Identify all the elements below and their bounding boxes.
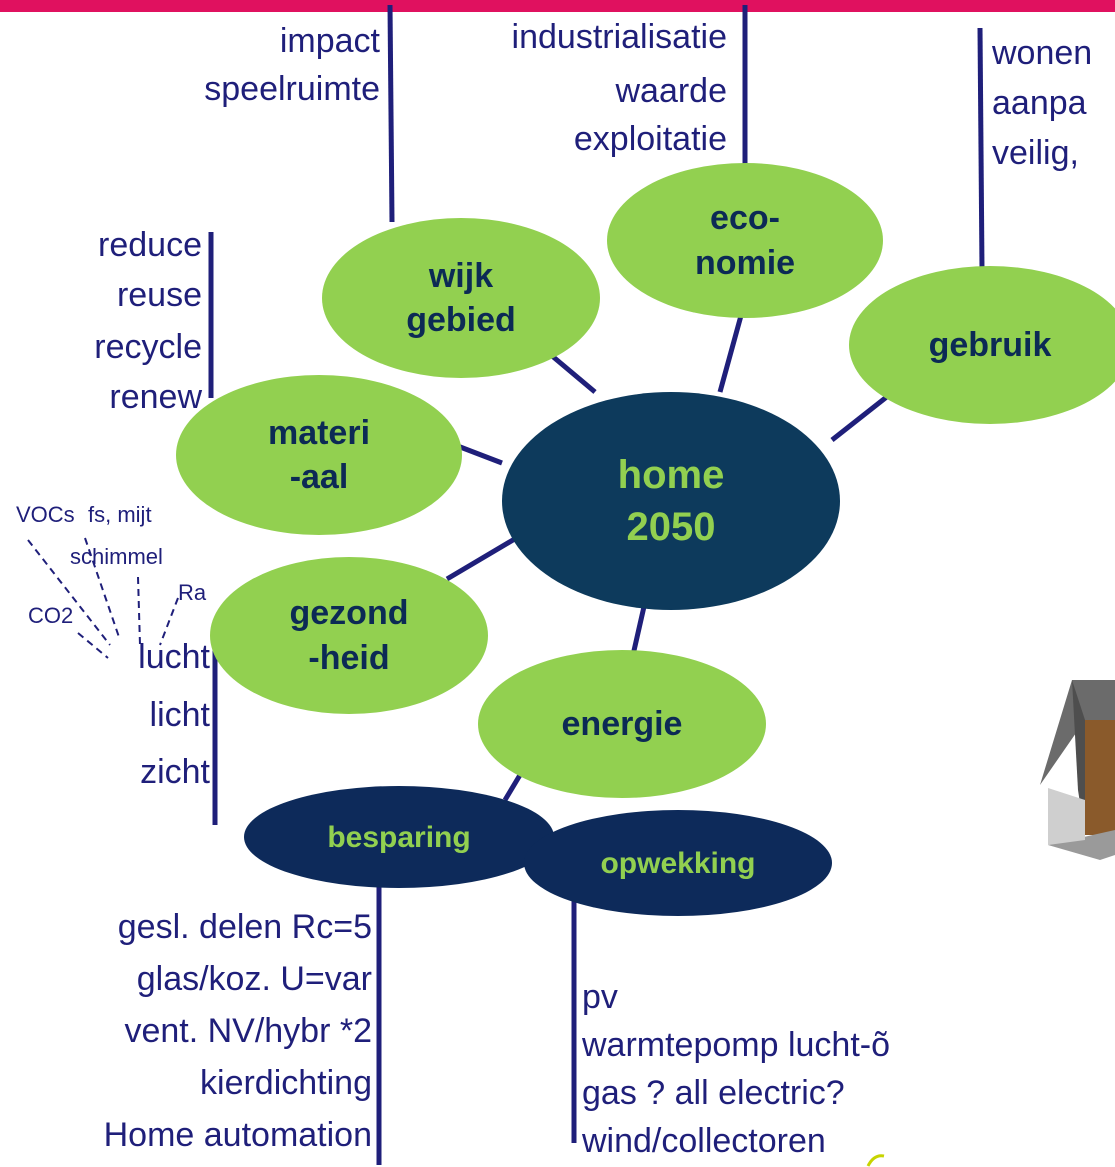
list-gebruik-item-1: wonen	[992, 34, 1093, 72]
list-opwekking-item-1: pv	[582, 978, 618, 1016]
list-gezondheid-item-1: lucht	[138, 638, 210, 676]
lucht-sub-schimmel: schimmel	[70, 544, 163, 569]
lucht-sub-ra: Ra	[178, 580, 207, 605]
node-energie-line1: energie	[561, 704, 683, 743]
list-besparing-item-4: kierdichting	[200, 1064, 372, 1102]
node-economie-line1: eco-	[710, 199, 780, 238]
lucht-sub-fs-mijt: fs, mijt	[88, 502, 152, 527]
list-besparing-item-3: vent. NV/hybr *2	[124, 1012, 372, 1050]
list-materiaal-item-3: recycle	[94, 328, 202, 366]
node-wijk-line1: wijk	[428, 256, 494, 295]
list-economie-item-3: exploitatie	[573, 120, 727, 158]
spoke-economie	[717, 311, 745, 393]
bar-wijk	[387, 4, 395, 223]
center-node-home-2050: home 2050	[502, 392, 840, 610]
node-besparing-line1: besparing	[327, 820, 471, 854]
node-economie: eco- nomie	[607, 163, 883, 318]
lucht-sub-co2: CO2	[28, 603, 74, 628]
spoke-gebruik	[830, 390, 895, 442]
dash-ra	[159, 597, 179, 646]
list-gezondheid-item-2: licht	[149, 696, 210, 734]
node-wijk-line2: gebied	[406, 301, 516, 339]
list-economie-item-1: industrialisatie	[511, 18, 727, 56]
list-besparing-item-2: glas/koz. U=var	[136, 960, 372, 998]
dash-schimmel	[137, 576, 141, 646]
node-materiaal: materi -aal	[176, 375, 462, 535]
top-accent-bar	[0, 0, 1115, 12]
node-opwekking-line1: opwekking	[600, 846, 756, 880]
dash-co2	[77, 632, 109, 659]
house-illustration	[1040, 680, 1115, 860]
node-economie-line2: nomie	[694, 243, 796, 282]
list-gebruik-item-2: aanpa	[992, 84, 1087, 122]
node-opwekking: opwekking	[524, 810, 832, 916]
node-energie: energie	[478, 650, 766, 798]
list-gebruik-item-3: veilig,	[992, 134, 1079, 172]
spoke-materiaal	[454, 442, 503, 466]
dash-fs	[84, 537, 121, 641]
list-opwekking-item-4: wind/collectoren	[582, 1122, 826, 1160]
list-materiaal-item-2: reuse	[116, 276, 202, 314]
list-wijk-item-2: speelruimte	[204, 70, 380, 108]
list-opwekking-item-3: gas ? all electric?	[582, 1074, 845, 1112]
node-gezondheid-line1: gezond	[289, 594, 409, 633]
list-wijk-item-1: impact	[279, 22, 380, 60]
node-materiaal-line2: -aal	[289, 458, 349, 496]
node-materiaal-line1: materi	[267, 413, 371, 452]
center-line1: home	[617, 453, 725, 497]
house-shadow-left	[1048, 788, 1085, 845]
list-materiaal-item-4: renew	[109, 378, 202, 416]
house-roof-side	[1072, 680, 1085, 835]
node-wijk-gebied: wijk gebied	[322, 218, 600, 378]
lucht-sub-vocs: VOCs	[16, 502, 75, 527]
list-besparing-item-1: gesl. delen Rc=5	[117, 908, 372, 946]
house-wall	[1085, 720, 1115, 835]
small-green-mark	[866, 1154, 885, 1167]
spoke-gezondheid	[445, 534, 520, 582]
list-materiaal-item-1: reduce	[98, 226, 202, 264]
list-economie-item-2: waarde	[615, 72, 727, 110]
node-besparing: besparing	[244, 786, 554, 888]
list-besparing-item-5: Home automation	[103, 1116, 372, 1154]
dash-vocs	[27, 539, 111, 646]
list-gezondheid-item-3: zicht	[140, 753, 210, 791]
house-shadow-base	[1048, 830, 1115, 860]
house-roof	[1040, 680, 1115, 785]
bar-gebruik	[977, 27, 985, 271]
node-gezondheid-line2: -heid	[308, 638, 390, 677]
node-gezondheid: gezond -heid	[210, 557, 488, 714]
node-gebruik-line1: gebruik	[928, 325, 1052, 364]
list-opwekking-item-2: warmtepomp lucht-õ	[582, 1026, 891, 1064]
center-line2: 2050	[626, 505, 716, 549]
node-gebruik: gebruik	[849, 266, 1115, 424]
